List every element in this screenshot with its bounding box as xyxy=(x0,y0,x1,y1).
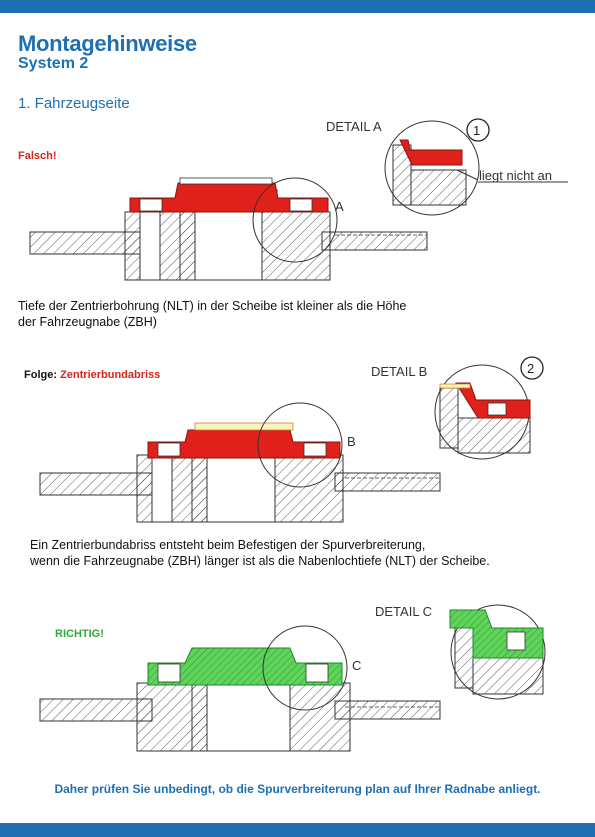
drawing-correct xyxy=(39,625,441,752)
detail-a-note: liegt nicht an xyxy=(479,168,552,183)
bottom-bar xyxy=(0,823,595,837)
page-subtitle: System 2 xyxy=(18,55,89,72)
callout-letter-a: A xyxy=(335,199,344,214)
section-heading: 1. Fahrzeugseite xyxy=(18,95,130,112)
callout-letter-c: C xyxy=(352,658,361,673)
callout-letter-b: B xyxy=(347,434,356,449)
description-consequence: Ein Zentrierbundabriss entsteht beim Bef… xyxy=(30,538,490,568)
detail-a-number: 1 xyxy=(473,123,480,138)
detail-b-title: DETAIL B xyxy=(371,364,427,379)
detail-a-drawing xyxy=(384,118,568,216)
detail-b-number: 2 xyxy=(527,361,534,376)
detail-c-drawing xyxy=(449,604,546,700)
status-label-consequence: Folge: Zentrierbundabriss xyxy=(24,369,161,381)
top-bar xyxy=(0,0,595,13)
footer-note: Daher prüfen Sie unbedingt, ob die Spurv… xyxy=(54,782,541,796)
drawing-consequence xyxy=(39,402,441,523)
status-label-correct: RICHTIG! xyxy=(55,628,104,640)
drawing-wrong xyxy=(29,177,428,281)
page-title: Montagehinweise xyxy=(18,31,197,56)
detail-a-title: DETAIL A xyxy=(326,119,382,134)
description-wrong: Tiefe der Zentrierbohrung (NLT) in der S… xyxy=(18,299,407,329)
detail-b-drawing xyxy=(434,356,544,460)
detail-c-title: DETAIL C xyxy=(375,604,432,619)
status-label-wrong: Falsch! xyxy=(18,150,57,162)
